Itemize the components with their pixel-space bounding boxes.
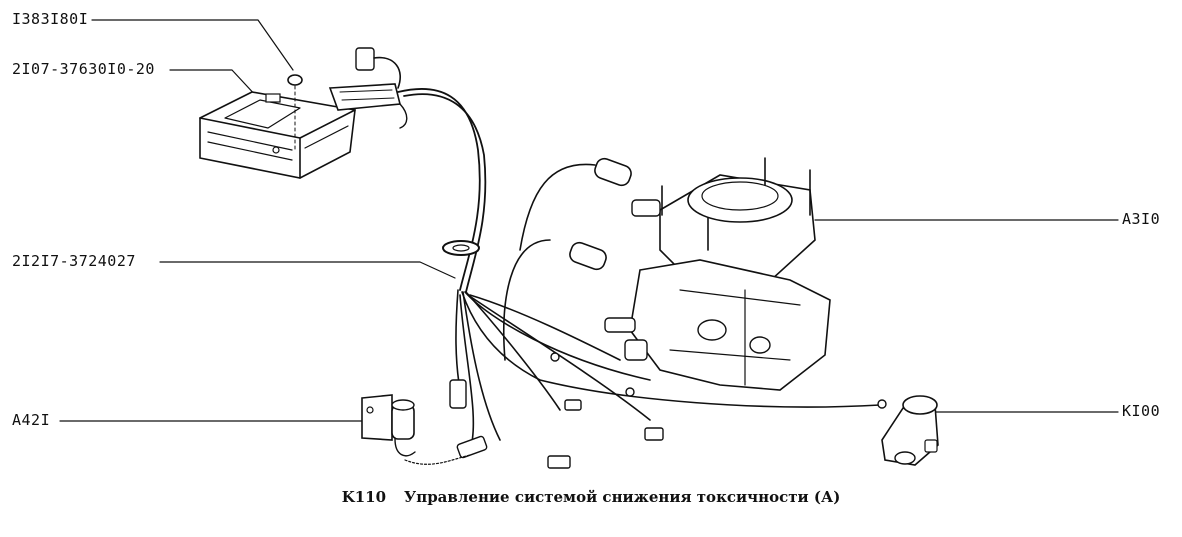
leader-lines	[59, 19, 1119, 422]
label-part-a310: A3I0	[1122, 210, 1161, 228]
figure-title: Управление системой снижения токсичности…	[404, 488, 841, 506]
connector-block	[328, 47, 408, 129]
sensor-a421	[361, 394, 471, 465]
label-part-a421: A42I	[12, 411, 51, 429]
control-unit	[199, 91, 356, 179]
carburettor-a310	[604, 157, 831, 391]
label-part-21217-3724027: 2I2I7-3724027	[12, 252, 136, 270]
label-part-2107-3763010-20: 2I07-37630I0-20	[12, 60, 155, 78]
wiring-harness	[397, 88, 887, 469]
valve-k100	[881, 395, 939, 466]
label-part-1383180: I383I80I	[12, 10, 89, 28]
fastener-screw	[287, 74, 303, 151]
figure-code: K110	[341, 488, 387, 506]
label-part-k100: KI00	[1122, 402, 1161, 420]
figure-caption: K110 Управление системой снижения токсичн…	[0, 488, 1182, 506]
